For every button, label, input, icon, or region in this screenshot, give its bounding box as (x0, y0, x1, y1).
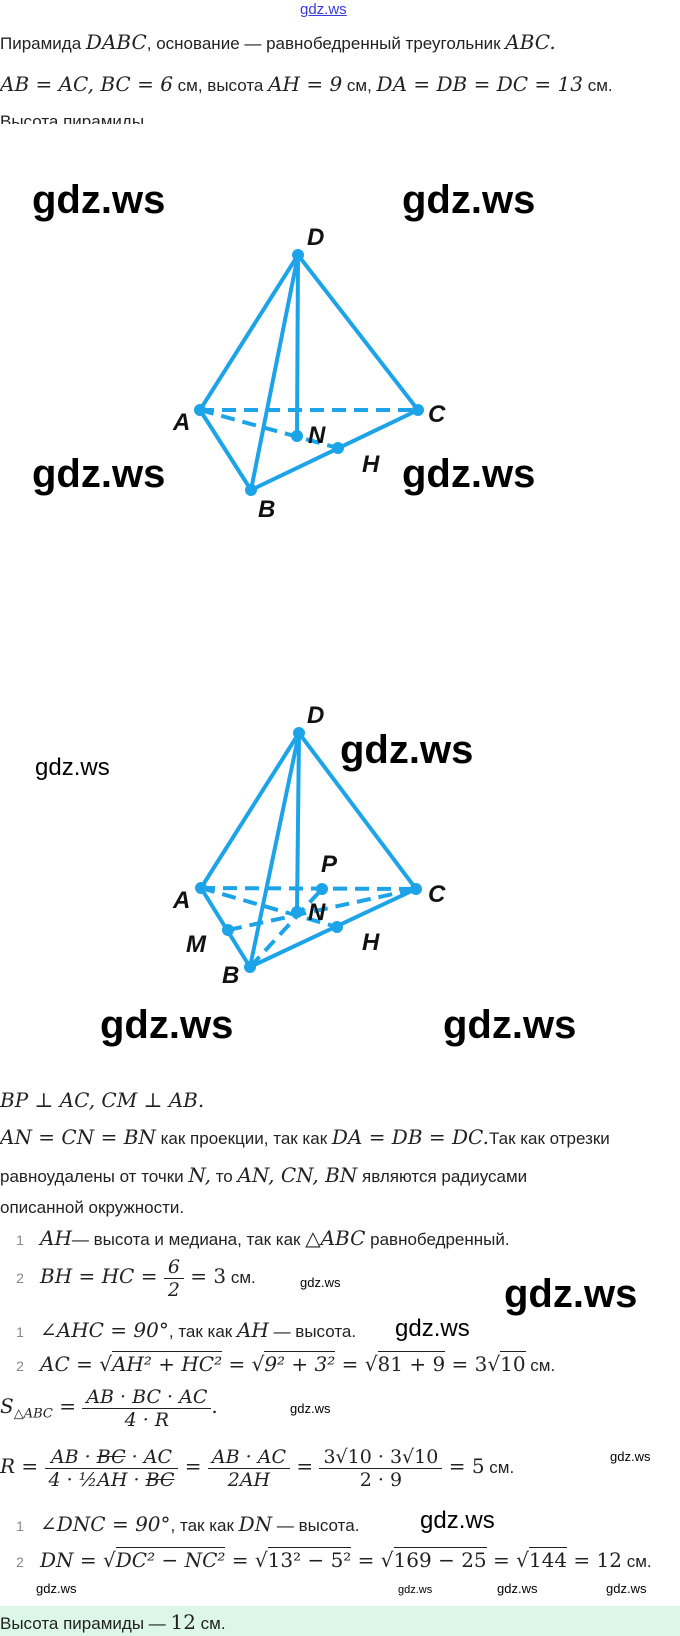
edge-DC (296, 253, 420, 412)
math: AH = 9 (268, 72, 343, 96)
step: 1 ∠AHC = 90°, так как AH — высота. (0, 1318, 356, 1342)
watermark: gdz.ws (290, 1401, 331, 1416)
math: DA = DB = DC = 13 (376, 72, 583, 96)
height-DN (295, 254, 300, 437)
pyramid-diagram-2 (199, 731, 418, 969)
step-number: 2 (16, 1554, 24, 1570)
answer-text: Высота пирамиды — 12 см. (0, 1610, 226, 1634)
text: Пирамида (0, 34, 86, 53)
watermark: gdz.ws (35, 754, 110, 781)
label-D: D (307, 224, 324, 251)
text: , так как (168, 1322, 237, 1341)
label-P: P (321, 851, 338, 878)
text: равнобедренный. (365, 1230, 510, 1249)
math: AB = AC, BC = 6 (0, 72, 173, 96)
text: см. (226, 1267, 256, 1287)
watermark: gdz.ws (402, 178, 536, 222)
text: см, высота (172, 76, 269, 95)
watermark: gdz.ws (100, 1003, 234, 1047)
segment-AH (199, 408, 339, 450)
text: — высота. (268, 1322, 357, 1341)
text: являются радиусами (357, 1167, 528, 1186)
math: AN, CN, BN (237, 1163, 358, 1187)
edge-DB (249, 254, 300, 491)
watermark: gdz.ws (300, 1275, 341, 1290)
points-1 (194, 249, 424, 496)
math: DA = DB = DC. (331, 1125, 489, 1149)
math: ABC. (505, 30, 556, 54)
edge-AB (198, 408, 253, 492)
label-H: H (362, 929, 380, 956)
label-H: H (362, 451, 380, 478)
label-B: B (258, 496, 275, 523)
math: = 3 (183, 1263, 227, 1288)
watermark: gdz.ws (443, 1003, 577, 1047)
math: AN = CN = BN (0, 1125, 156, 1149)
label-A: A (172, 409, 190, 436)
text: , основание — равнобедренный треугольник (146, 34, 506, 53)
text: Так как отрезки (489, 1129, 610, 1148)
label-N: N (308, 899, 326, 926)
step-number: 1 (16, 1518, 24, 1534)
problem-line-2: AB = AC, BC = 6 см, высота AH = 9 см, DA… (0, 72, 613, 96)
text: см. (582, 76, 613, 95)
solution-paragraph-3: описанной окружности. (0, 1198, 185, 1217)
math: AH (40, 1226, 72, 1250)
math: AH (236, 1318, 269, 1342)
label-N: N (308, 422, 326, 449)
solution-paragraph-1: AN = CN = BN как проекции, так как DA = … (0, 1125, 610, 1149)
text: см, (342, 76, 377, 95)
problem-line-1: Пирамида DABC, основание — равнобедренны… (0, 30, 556, 54)
watermark: gdz.ws (32, 452, 166, 496)
label-C: C (428, 401, 446, 428)
label-B: B (222, 962, 239, 989)
step-number: 1 (16, 1232, 24, 1248)
step-number: 1 (16, 1324, 24, 1340)
math: DABC (85, 30, 147, 54)
step-number: 2 (16, 1269, 24, 1286)
math: △ABC (305, 1226, 366, 1250)
perpendiculars: BP ⊥ AC, CM ⊥ AB. (0, 1088, 205, 1112)
watermark: gdz.ws (497, 1581, 538, 1596)
label-M: M (186, 931, 207, 958)
step: 1∠DNC = 90°, так как DN — высота. (0, 1512, 359, 1536)
watermark: gdz.ws (398, 1584, 433, 1596)
watermark: gdz.ws (420, 1507, 495, 1534)
edge-DA (198, 253, 300, 412)
problem-line-3: Высота пирамиды (0, 112, 145, 124)
pyramid-diagrams: D A B C N H D A B C N P M H (172, 224, 446, 989)
watermark: gdz.ws (340, 728, 474, 772)
step-number: 2 (16, 1358, 24, 1374)
pyramid-diagram-1 (198, 253, 420, 492)
text: то (210, 1167, 238, 1186)
watermark: gdz.ws (395, 1315, 470, 1342)
label-D: D (307, 702, 324, 729)
math: N, (188, 1163, 211, 1187)
watermark: gdz.ws (402, 452, 536, 496)
text: — высота и медиана, так как (71, 1230, 306, 1249)
watermark: gdz.ws (606, 1581, 647, 1596)
watermark: gdz.ws (610, 1449, 651, 1464)
watermark: gdz.ws (32, 178, 166, 222)
label-C: C (428, 881, 446, 908)
math: BH = HC = (40, 1263, 164, 1288)
answer-box: Высота пирамиды — 12 см. (0, 1606, 680, 1636)
watermark-link[interactable]: gdz.ws (300, 1, 347, 18)
label-A: A (172, 887, 190, 914)
text: равноудалены от точки (0, 1167, 189, 1186)
step: 1 AH— высота и медиана, так как △ABC равн… (0, 1226, 510, 1250)
watermark: gdz.ws (36, 1581, 77, 1596)
math: ∠AHC = 90° (40, 1318, 169, 1342)
solution-paragraph-2: равноудалены от точки N, то AN, CN, BN я… (0, 1163, 527, 1187)
text: как проекции, так как (155, 1129, 332, 1148)
watermark: gdz.ws (504, 1272, 638, 1316)
